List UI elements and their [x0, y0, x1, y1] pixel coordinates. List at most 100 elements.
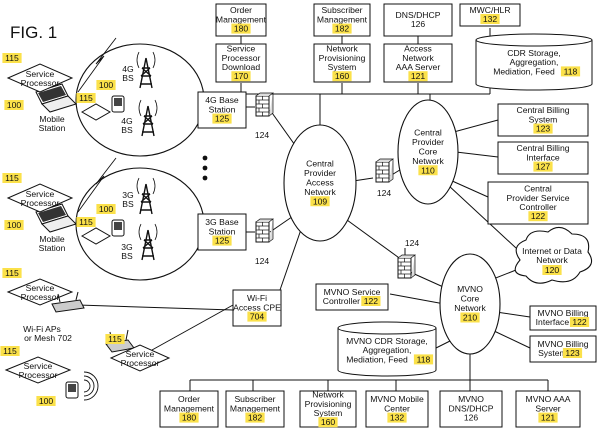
bottom-phone — [66, 382, 78, 398]
bottom-box-4-num: 126 — [464, 413, 479, 423]
signal-waves-icon — [84, 372, 98, 400]
firewall-num-2: 124 — [377, 188, 392, 198]
bottom-box-1-num: 182 — [245, 413, 264, 423]
router-sp-line-1: Processor — [121, 358, 160, 368]
firewall-4g — [256, 93, 273, 116]
second-box-0-num: 170 — [231, 71, 250, 81]
mvno-billing-interface-line-1: Interface — [536, 317, 570, 327]
mvno-service-controller-num-text: 122 — [364, 296, 379, 306]
phone-sp-0-num-text: 115 — [79, 93, 93, 103]
mvno-billing-interface-num: 122 — [570, 317, 589, 327]
router-sp: ServiceProcessor115 — [105, 334, 169, 371]
wifi-sp-num: 115 — [2, 268, 21, 278]
tower-label-3: BS — [121, 125, 133, 135]
second-box-0-num-text: 170 — [234, 71, 249, 81]
mvno-billing-system-line-1: System — [538, 348, 567, 358]
bottom-box-2: NetworkProvisioningSystem160 — [300, 390, 356, 428]
central-access-network-line-0: Central — [306, 158, 334, 168]
base-station-4g: 4G BaseStation125 — [198, 92, 246, 128]
ellipsis-dot-1 — [203, 166, 208, 171]
device-label-1-1: Station — [39, 243, 66, 253]
firewall-mvno — [398, 255, 415, 278]
top-box-2-num: 126 — [411, 19, 426, 29]
central-billing-interface-num-text: 127 — [536, 162, 551, 172]
left-sp-1-num-text: 115 — [5, 173, 19, 183]
bottom-box-1: SubscriberManagement182 — [226, 391, 284, 427]
cdr-storage-num-text: 118 — [564, 66, 578, 76]
left-sp-0-num: 115 — [2, 53, 21, 63]
central-core-network-line-2: Core — [419, 146, 438, 156]
internet-num: 120 — [542, 265, 561, 275]
central-access-network: CentralProviderAccessNetwork109 — [284, 125, 356, 241]
bottom-box-3-num-text: 132 — [390, 413, 405, 423]
top-box-3: MWC/HLR132 — [460, 4, 520, 26]
phone-sp-0-num: 115 — [76, 93, 95, 103]
bottom-box-5-num: 121 — [538, 413, 557, 423]
phone-num-0-text: 100 — [99, 80, 114, 90]
second-box-2-num-text: 121 — [411, 71, 426, 81]
mvno-cdr-storage-num-text: 118 — [417, 354, 431, 364]
central-service-controller-num-text: 122 — [531, 211, 546, 221]
ellipsis-dot-0 — [203, 156, 208, 161]
second-box-2-num: 121 — [408, 71, 427, 81]
top-box-1: SubscriberManagement182 — [314, 4, 370, 36]
bottom-box-1-num-text: 182 — [248, 413, 263, 423]
device-num-0-text: 100 — [7, 100, 22, 110]
internet-line-1: Network — [536, 255, 568, 265]
mvno-service-controller: MVNO ServiceController122 — [316, 284, 388, 310]
phone-4g — [112, 96, 124, 112]
mvno-billing-system: MVNO BillingSystem123 — [530, 336, 596, 362]
firewall-num-1: 124 — [255, 256, 270, 266]
top-box-1-num-text: 182 — [335, 24, 350, 34]
tower-label-5: BS — [122, 199, 134, 209]
wifi-ap-label-1: or Mesh 702 — [24, 333, 72, 343]
bottom-box-2-num: 160 — [318, 417, 337, 427]
base-station-4g-num-text: 125 — [215, 114, 230, 124]
device-label-0-1: Station — [39, 123, 66, 133]
tower-label-1: BS — [122, 73, 134, 83]
figure-label: FIG. 1 — [10, 23, 57, 42]
second-box-2: AccessNetworkAAA Server121 — [384, 44, 452, 82]
central-billing-system-num-text: 123 — [536, 124, 551, 134]
bottom-box-4: MVNODNS/DHCP126 — [440, 391, 502, 427]
bottom-box-3: MVNO MobileCenter132 — [366, 391, 428, 427]
central-access-network-num-text: 109 — [313, 196, 328, 206]
second-box-0: ServiceProcessorDownload170 — [216, 44, 266, 82]
top-box-2-num-text: 126 — [411, 19, 426, 29]
second-box-1-num: 160 — [332, 71, 351, 81]
internet-num-text: 120 — [545, 265, 560, 275]
mvno-core-network-line-0: MVNO — [457, 284, 483, 294]
top-box-1-num: 182 — [332, 24, 351, 34]
central-billing-system-num: 123 — [533, 124, 552, 134]
phone-sp-1-num: 115 — [76, 217, 95, 227]
mvno-billing-system-num-text: 123 — [565, 348, 580, 358]
mvno-cdr-storage-num: 118 — [414, 354, 433, 364]
bottom-sp: ServiceProcessor115 — [0, 346, 70, 383]
firewall-num-0: 124 — [255, 130, 270, 140]
device-num-0: 100 — [4, 100, 23, 110]
firewall-3g — [256, 219, 273, 242]
cdr-storage-line-2: Mediation, Feed — [493, 66, 555, 76]
base-station-3g: 3G BaseStation125 — [198, 214, 246, 250]
wifi-sp-line-1: Processor — [21, 292, 60, 302]
central-service-controller: CentralProvider ServiceController122 — [488, 182, 588, 224]
router-sp-num-text: 115 — [108, 334, 122, 344]
ellipsis-dot-2 — [203, 176, 208, 181]
mvno-billing-system-num: 123 — [563, 348, 582, 358]
central-core-network-line-1: Provider — [412, 137, 444, 147]
central-billing-system: Central BillingSystem123 — [498, 104, 588, 136]
second-box-1: NetworkProvisioningSystem160 — [314, 44, 370, 82]
bottom-device-num: 100 — [36, 396, 55, 406]
central-access-network-line-3: Network — [304, 187, 336, 197]
mvno-core-network-line-1: Core — [461, 294, 480, 304]
base-station-4g-num: 125 — [212, 114, 231, 124]
wifi-cpe-num: 704 — [247, 312, 266, 322]
wifi-sp-num-text: 115 — [5, 268, 19, 278]
top-box-2: DNS/DHCP126 — [384, 4, 452, 36]
bs-clouds: 4GBS4GBS3GBS3GBS — [76, 44, 204, 280]
bottom-box-5-num-text: 121 — [541, 413, 556, 423]
central-access-network-line-2: Access — [306, 177, 334, 187]
base-station-3g-num: 125 — [212, 236, 231, 246]
